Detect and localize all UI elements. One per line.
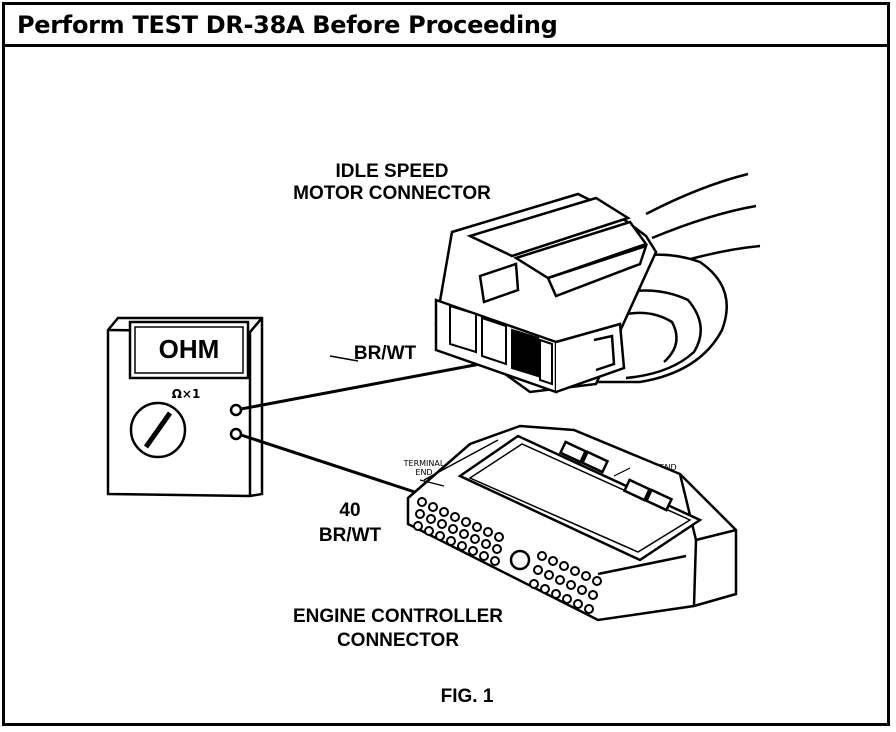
wire-color-top-label: BR/WT — [354, 343, 417, 364]
engine-controller-connector — [406, 424, 738, 622]
terminal-rows — [413, 497, 602, 614]
page-title: Perform TEST DR-38A Before Proceeding — [17, 11, 558, 39]
engine-controller-label-line1: ENGINE CONTROLLER — [293, 606, 503, 627]
terminal-end-label-line1: TERMINAL — [403, 459, 445, 468]
wire-color-bottom-label: BR/WT — [319, 525, 382, 546]
header-bar: Perform TEST DR-38A Before Proceeding — [5, 5, 887, 47]
test-lead-bottom — [240, 433, 434, 500]
terminal-end-label-line2: END — [415, 468, 432, 477]
meter-range-label: Ω×1 — [172, 387, 201, 401]
meter-display: OHM — [159, 334, 220, 364]
figure-label: FIG. 1 — [441, 686, 494, 707]
idle-speed-motor-connector — [434, 172, 761, 394]
pin-number-label: 40 — [339, 500, 360, 521]
idle-speed-label-line1: IDLE SPEED — [336, 161, 449, 182]
engine-controller-label-line2: CONNECTOR — [337, 630, 459, 651]
ohmmeter — [106, 316, 264, 498]
meter-jack-bottom[interactable] — [229, 427, 243, 441]
test-lead-top — [240, 356, 513, 411]
idle-speed-label-line2: MOTOR CONNECTOR — [293, 183, 491, 204]
meter-jack-top[interactable] — [229, 403, 243, 417]
